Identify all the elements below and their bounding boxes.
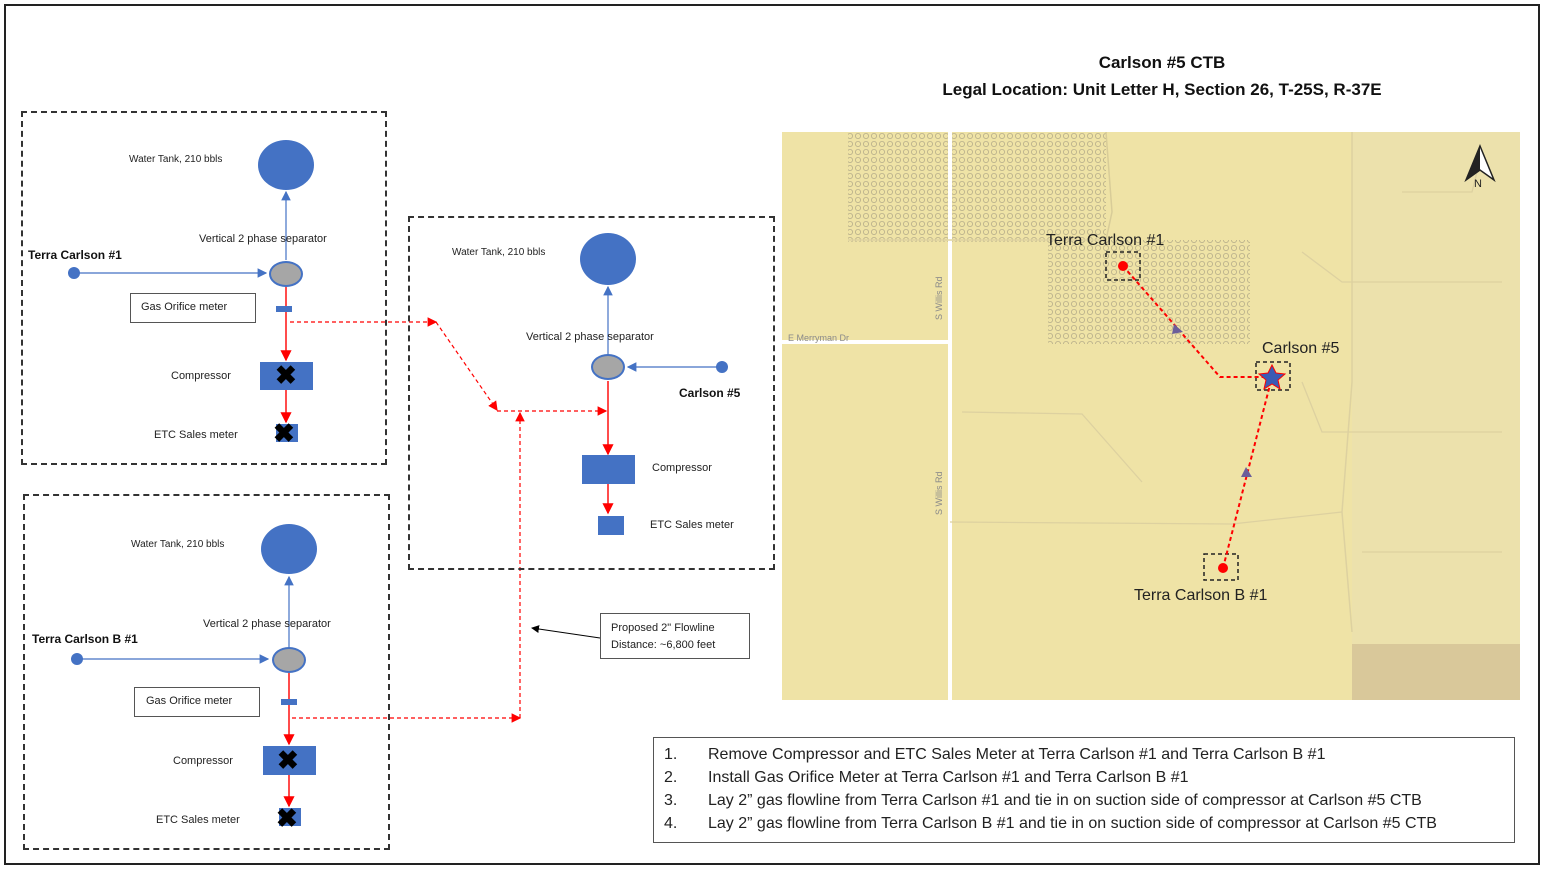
box2-well-label: Terra Carlson B #1 bbox=[32, 632, 138, 646]
box1-sales-removed-icon: ✖ bbox=[273, 418, 295, 448]
map-carlson-5-star-icon bbox=[1257, 363, 1287, 391]
map-terra-carlson-b1-point bbox=[1218, 563, 1228, 573]
box2-water-tank bbox=[261, 524, 317, 574]
map-road-trail-3 bbox=[1341, 132, 1353, 633]
box1-separator-label: Vertical 2 phase separator bbox=[199, 233, 327, 245]
map-carlson-5-label: Carlson #5 bbox=[1262, 340, 1340, 357]
box1-separator bbox=[269, 261, 303, 287]
box1-well-label: Terra Carlson #1 bbox=[28, 248, 122, 262]
note-text: Remove Compressor and ETC Sales Meter at… bbox=[708, 746, 1326, 763]
box2-sales-meter bbox=[279, 808, 301, 826]
box1-orifice-label: Gas Orifice meter bbox=[130, 293, 256, 323]
box3-water-tank bbox=[580, 233, 636, 285]
box2-tank-label: Water Tank, 210 bbls bbox=[131, 539, 225, 550]
page-subtitle: Legal Location: Unit Letter H, Section 2… bbox=[942, 80, 1382, 99]
map-flow-arrow-2 bbox=[1241, 467, 1252, 477]
map-terra-carlson-b1-box bbox=[1203, 553, 1239, 581]
map-hatched-area-lease bbox=[1048, 240, 1250, 344]
map-brown-parcel bbox=[1352, 644, 1520, 700]
page-title: Carlson #5 CTB bbox=[1098, 53, 1226, 72]
box1-sales-label: ETC Sales meter bbox=[154, 429, 238, 441]
note-item: 2. Install Gas Orifice Meter at Terra Car… bbox=[664, 769, 1189, 787]
terra-carlson-b1-facility-box bbox=[23, 494, 390, 850]
map-flow-arrow-1 bbox=[1172, 324, 1183, 334]
box2-sales-removed-icon: ✖ bbox=[276, 803, 298, 833]
callout-pointer bbox=[531, 625, 601, 639]
map-terra-carlson-1-label: Terra Carlson #1 bbox=[1046, 232, 1165, 249]
box1-water-tank bbox=[258, 140, 314, 190]
carlson-5-ctb-box bbox=[408, 216, 775, 570]
box3-well-label: Carlson #5 bbox=[679, 386, 741, 400]
box3-compressor-label: Compressor bbox=[652, 462, 712, 474]
note-number: 4. bbox=[664, 815, 678, 832]
box1-compressor-removed-icon: ✖ bbox=[275, 360, 297, 390]
map-road-trail-4 bbox=[949, 511, 1343, 525]
note-item: 3. Lay 2” gas flowline from Terra Carlson… bbox=[664, 792, 1422, 810]
box3-compressor bbox=[582, 455, 635, 484]
box2-orifice-label: Gas Orifice meter bbox=[134, 687, 260, 717]
box2-compressor-label: Compressor bbox=[173, 755, 233, 767]
box2-well-source bbox=[71, 653, 83, 665]
note-item: 4. Lay 2” gas flowline from Terra Carlson… bbox=[664, 815, 1437, 833]
box1-tank-label: Water Tank, 210 bbls bbox=[129, 154, 223, 165]
box2-separator-label: Vertical 2 phase separator bbox=[203, 618, 331, 630]
box3-sales-label: ETC Sales meter bbox=[650, 519, 734, 531]
box3-separator bbox=[591, 354, 625, 380]
north-arrow-fill bbox=[1466, 146, 1480, 180]
box2-compressor-removed-icon: ✖ bbox=[277, 745, 299, 775]
note-number: 1. bbox=[664, 746, 678, 763]
map-terra-carlson-1-box bbox=[1105, 251, 1141, 281]
page-frame bbox=[4, 4, 1540, 865]
box2-sales-label: ETC Sales meter bbox=[156, 814, 240, 826]
box3-well-source bbox=[716, 361, 728, 373]
proposed-flowline-1b bbox=[435, 321, 498, 411]
note-number: 3. bbox=[664, 792, 678, 809]
map-road-label-willis-north: S Willis Rd bbox=[934, 276, 944, 320]
box2-separator bbox=[272, 647, 306, 673]
note-item: 1. Remove Compressor and ETC Sales Meter … bbox=[664, 746, 1325, 764]
map-graphics bbox=[782, 132, 1520, 700]
box1-orifice-meter bbox=[276, 306, 292, 312]
scope-of-work-notes: 1. Remove Compressor and ETC Sales Meter … bbox=[653, 737, 1515, 843]
box1-compressor-label: Compressor bbox=[171, 370, 231, 382]
box3-tank-label: Water Tank, 210 bbls bbox=[452, 247, 546, 258]
callout-line2: Distance: ~6,800 feet bbox=[611, 639, 716, 651]
box1-well-source bbox=[68, 267, 80, 279]
map-carlson-5-box bbox=[1255, 361, 1291, 391]
map-road-label-merryman: E Merryman Dr bbox=[788, 333, 850, 343]
box1-sales-meter bbox=[276, 424, 298, 442]
callout-line1: Proposed 2" Flowline bbox=[611, 622, 715, 634]
map-terra-carlson-b1-label: Terra Carlson B #1 bbox=[1134, 587, 1268, 604]
location-map: N E Merryman Dr S Willis Rd S Willis Rd … bbox=[782, 132, 1520, 700]
box3-separator-label: Vertical 2 phase separator bbox=[526, 331, 654, 343]
map-terra-carlson-1-point bbox=[1118, 261, 1128, 271]
map-north-label: N bbox=[1474, 178, 1482, 190]
box2-compressor bbox=[263, 746, 316, 775]
map-road-trail-6 bbox=[1301, 381, 1502, 433]
map-road-trail-2 bbox=[1105, 132, 1113, 241]
note-text: Install Gas Orifice Meter at Terra Carls… bbox=[708, 769, 1189, 786]
note-text: Lay 2” gas flowline from Terra Carlson B… bbox=[708, 815, 1437, 832]
note-number: 2. bbox=[664, 769, 678, 786]
box2-orifice-meter bbox=[281, 699, 297, 705]
map-road-trail-7 bbox=[961, 411, 1143, 483]
map-flowline-1 bbox=[1122, 265, 1272, 378]
map-road-trail-5 bbox=[1301, 251, 1502, 283]
box3-sales-meter bbox=[598, 516, 624, 535]
map-hatched-area-north bbox=[848, 132, 1106, 242]
terra-carlson-1-facility-box bbox=[21, 111, 387, 465]
box1-compressor bbox=[260, 362, 313, 390]
note-text: Lay 2” gas flowline from Terra Carlson #… bbox=[708, 792, 1422, 809]
proposed-flowline-callout: Proposed 2" Flowline Distance: ~6,800 fe… bbox=[600, 613, 750, 659]
map-road-label-willis-south: S Willis Rd bbox=[934, 471, 944, 515]
map-section-tint bbox=[1352, 132, 1520, 700]
